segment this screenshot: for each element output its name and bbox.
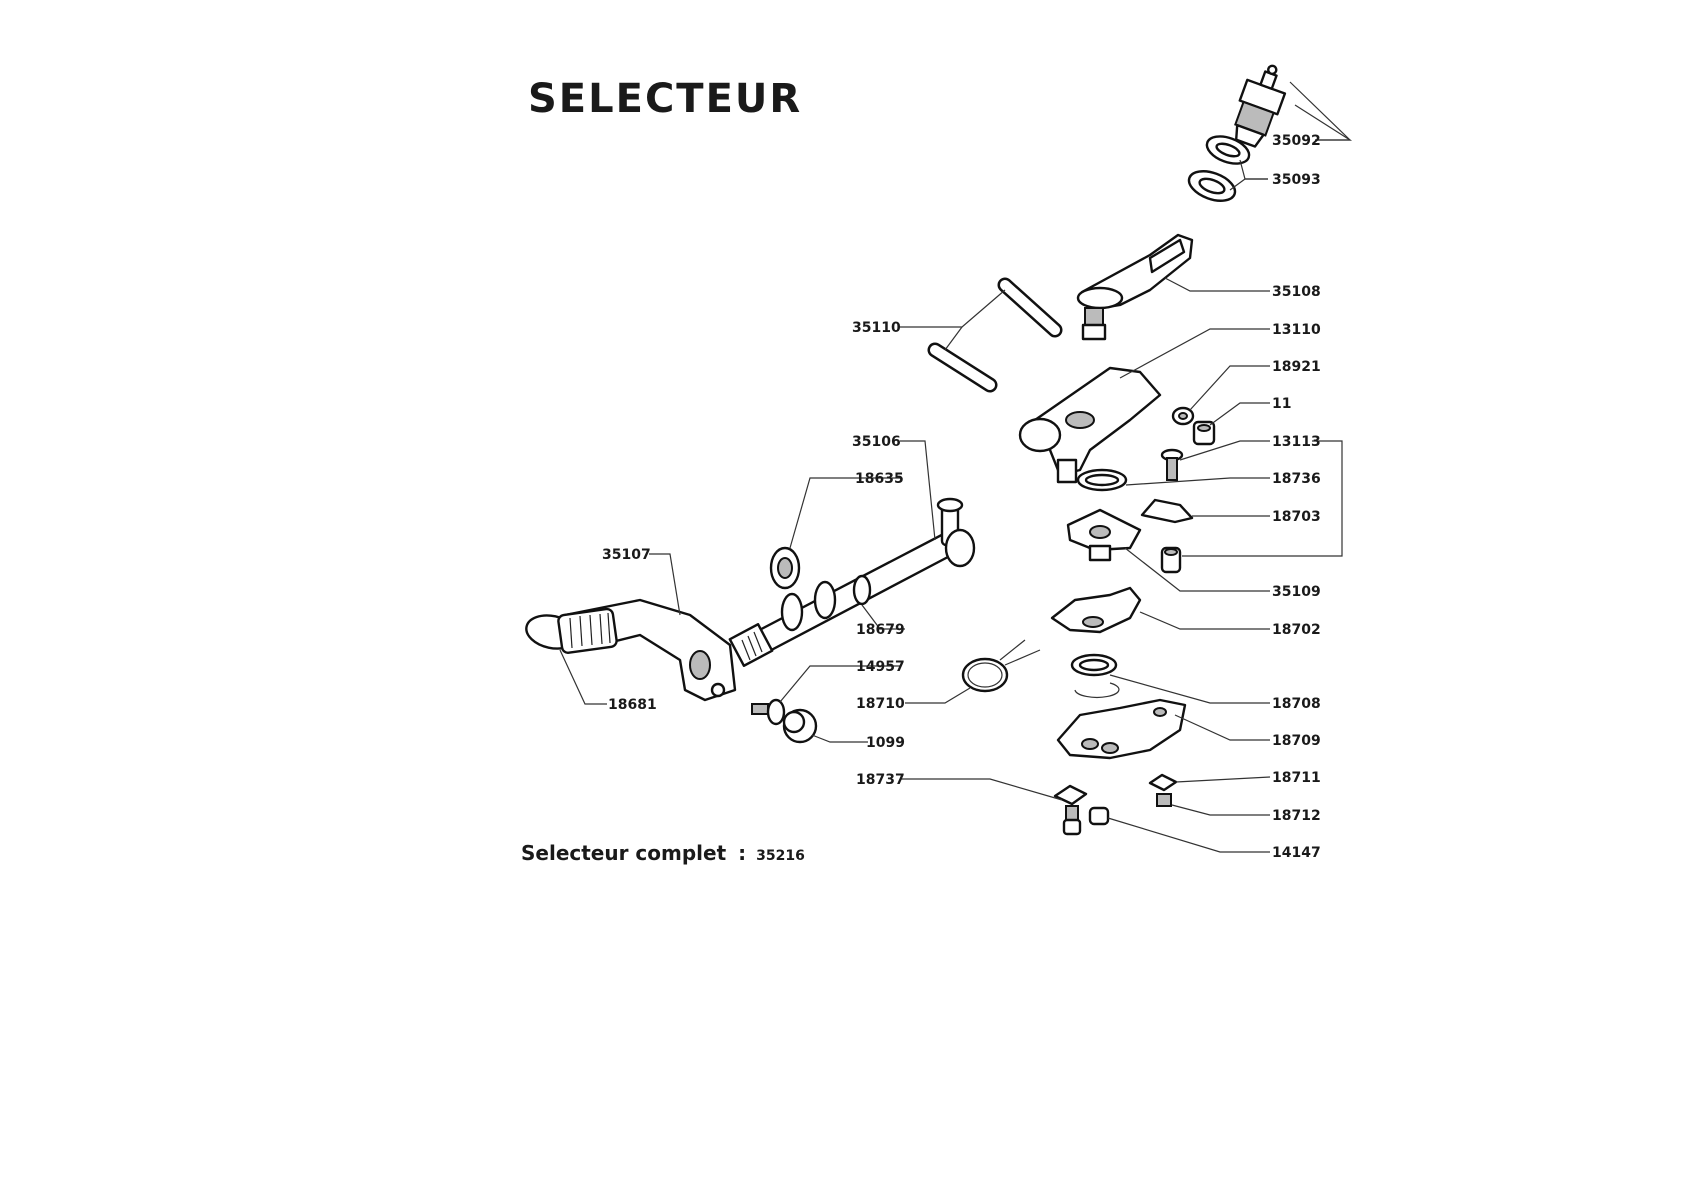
label-18737: 18737 [856, 772, 905, 788]
label-13110: 13110 [1272, 322, 1321, 338]
footer-part-number: 35216 [756, 848, 805, 864]
part-35110-pins [927, 277, 1063, 393]
part-18708-rings [1070, 653, 1120, 699]
part-35107-gear-lever [525, 598, 737, 702]
label-18711: 18711 [1272, 770, 1321, 786]
footer-line: Selecteur complet:35216 [521, 841, 805, 865]
part-13110-housing [1018, 366, 1162, 484]
footer-label: Selecteur complet [521, 841, 727, 865]
part-18679-clip [852, 574, 872, 606]
label-35108: 35108 [1272, 284, 1321, 300]
left-labels: 35110 35106 18635 35107 18679 14957 1871… [602, 320, 905, 788]
label-18921: 18921 [1272, 359, 1321, 375]
part-18736-ring [1076, 468, 1128, 492]
right-labels: 35092 35093 35108 13110 18921 11 13113 1… [1272, 133, 1321, 861]
part-13113-bolt [1160, 448, 1184, 481]
label-18635: 18635 [855, 471, 904, 487]
label-18679: 18679 [856, 622, 905, 638]
label-35107: 35107 [602, 547, 651, 563]
label-18703: 18703 [1272, 509, 1321, 525]
part-35092-grease-nipple [1234, 64, 1287, 148]
label-35106: 35106 [852, 434, 901, 450]
part-35109-ratchet [1066, 508, 1142, 562]
part-11-nut [1192, 420, 1216, 446]
label-13113: 13113 [1272, 434, 1321, 450]
label-1099: 1099 [866, 735, 905, 751]
label-18702: 18702 [1272, 622, 1321, 638]
label-35110: 35110 [852, 320, 901, 336]
part-14957-bolt [751, 698, 786, 726]
label-18708: 18708 [1272, 696, 1321, 712]
part-18710-spring [961, 639, 1041, 693]
part-18737-14147-nuts [1053, 784, 1110, 836]
diagram-title: SELECTEUR [528, 76, 802, 122]
part-18703-pawl [1140, 498, 1194, 524]
label-14957: 14957 [856, 659, 905, 675]
label-18736: 18736 [1272, 471, 1321, 487]
label-18712: 18712 [1272, 808, 1321, 824]
part-18921-washer [1171, 406, 1195, 426]
part-35093-washers [1187, 135, 1251, 202]
label-18681: 18681 [608, 697, 657, 713]
part-35106-shaft [728, 497, 976, 667]
footer-separator: : [738, 841, 746, 865]
label-35092: 35092 [1272, 133, 1321, 149]
leader-lines [559, 81, 1353, 853]
part-18709-base-plate [1056, 698, 1187, 760]
label-18710: 18710 [856, 696, 905, 712]
part-35108-lever [1076, 233, 1194, 341]
part-shaft-washers [780, 580, 837, 632]
part-18711-18712-screw [1148, 773, 1178, 807]
label-35093: 35093 [1272, 172, 1321, 188]
footer-complete-assembly: Selecteur complet:35216 [521, 841, 805, 865]
label-35109: 35109 [1272, 584, 1321, 600]
part-1099-nut [782, 708, 818, 744]
label-14147: 14147 [1272, 845, 1321, 861]
part-18702-plate [1050, 586, 1142, 634]
label-18709: 18709 [1272, 733, 1321, 749]
part-spacer [1160, 546, 1182, 574]
part-18635-bearing [769, 546, 801, 590]
label-11: 11 [1272, 396, 1291, 412]
